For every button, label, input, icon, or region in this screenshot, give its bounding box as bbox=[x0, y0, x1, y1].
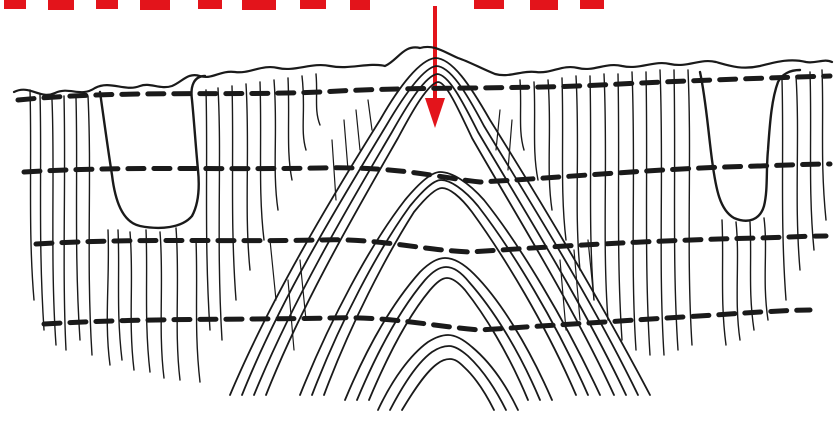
vertical-fractures-left bbox=[30, 74, 320, 382]
cropped-heading-marks bbox=[4, 0, 604, 10]
left-pocket-outline bbox=[100, 76, 205, 228]
right-pocket-outline bbox=[700, 70, 800, 221]
minor-fractures bbox=[270, 100, 594, 350]
bedding-dashed-lines bbox=[18, 76, 830, 330]
